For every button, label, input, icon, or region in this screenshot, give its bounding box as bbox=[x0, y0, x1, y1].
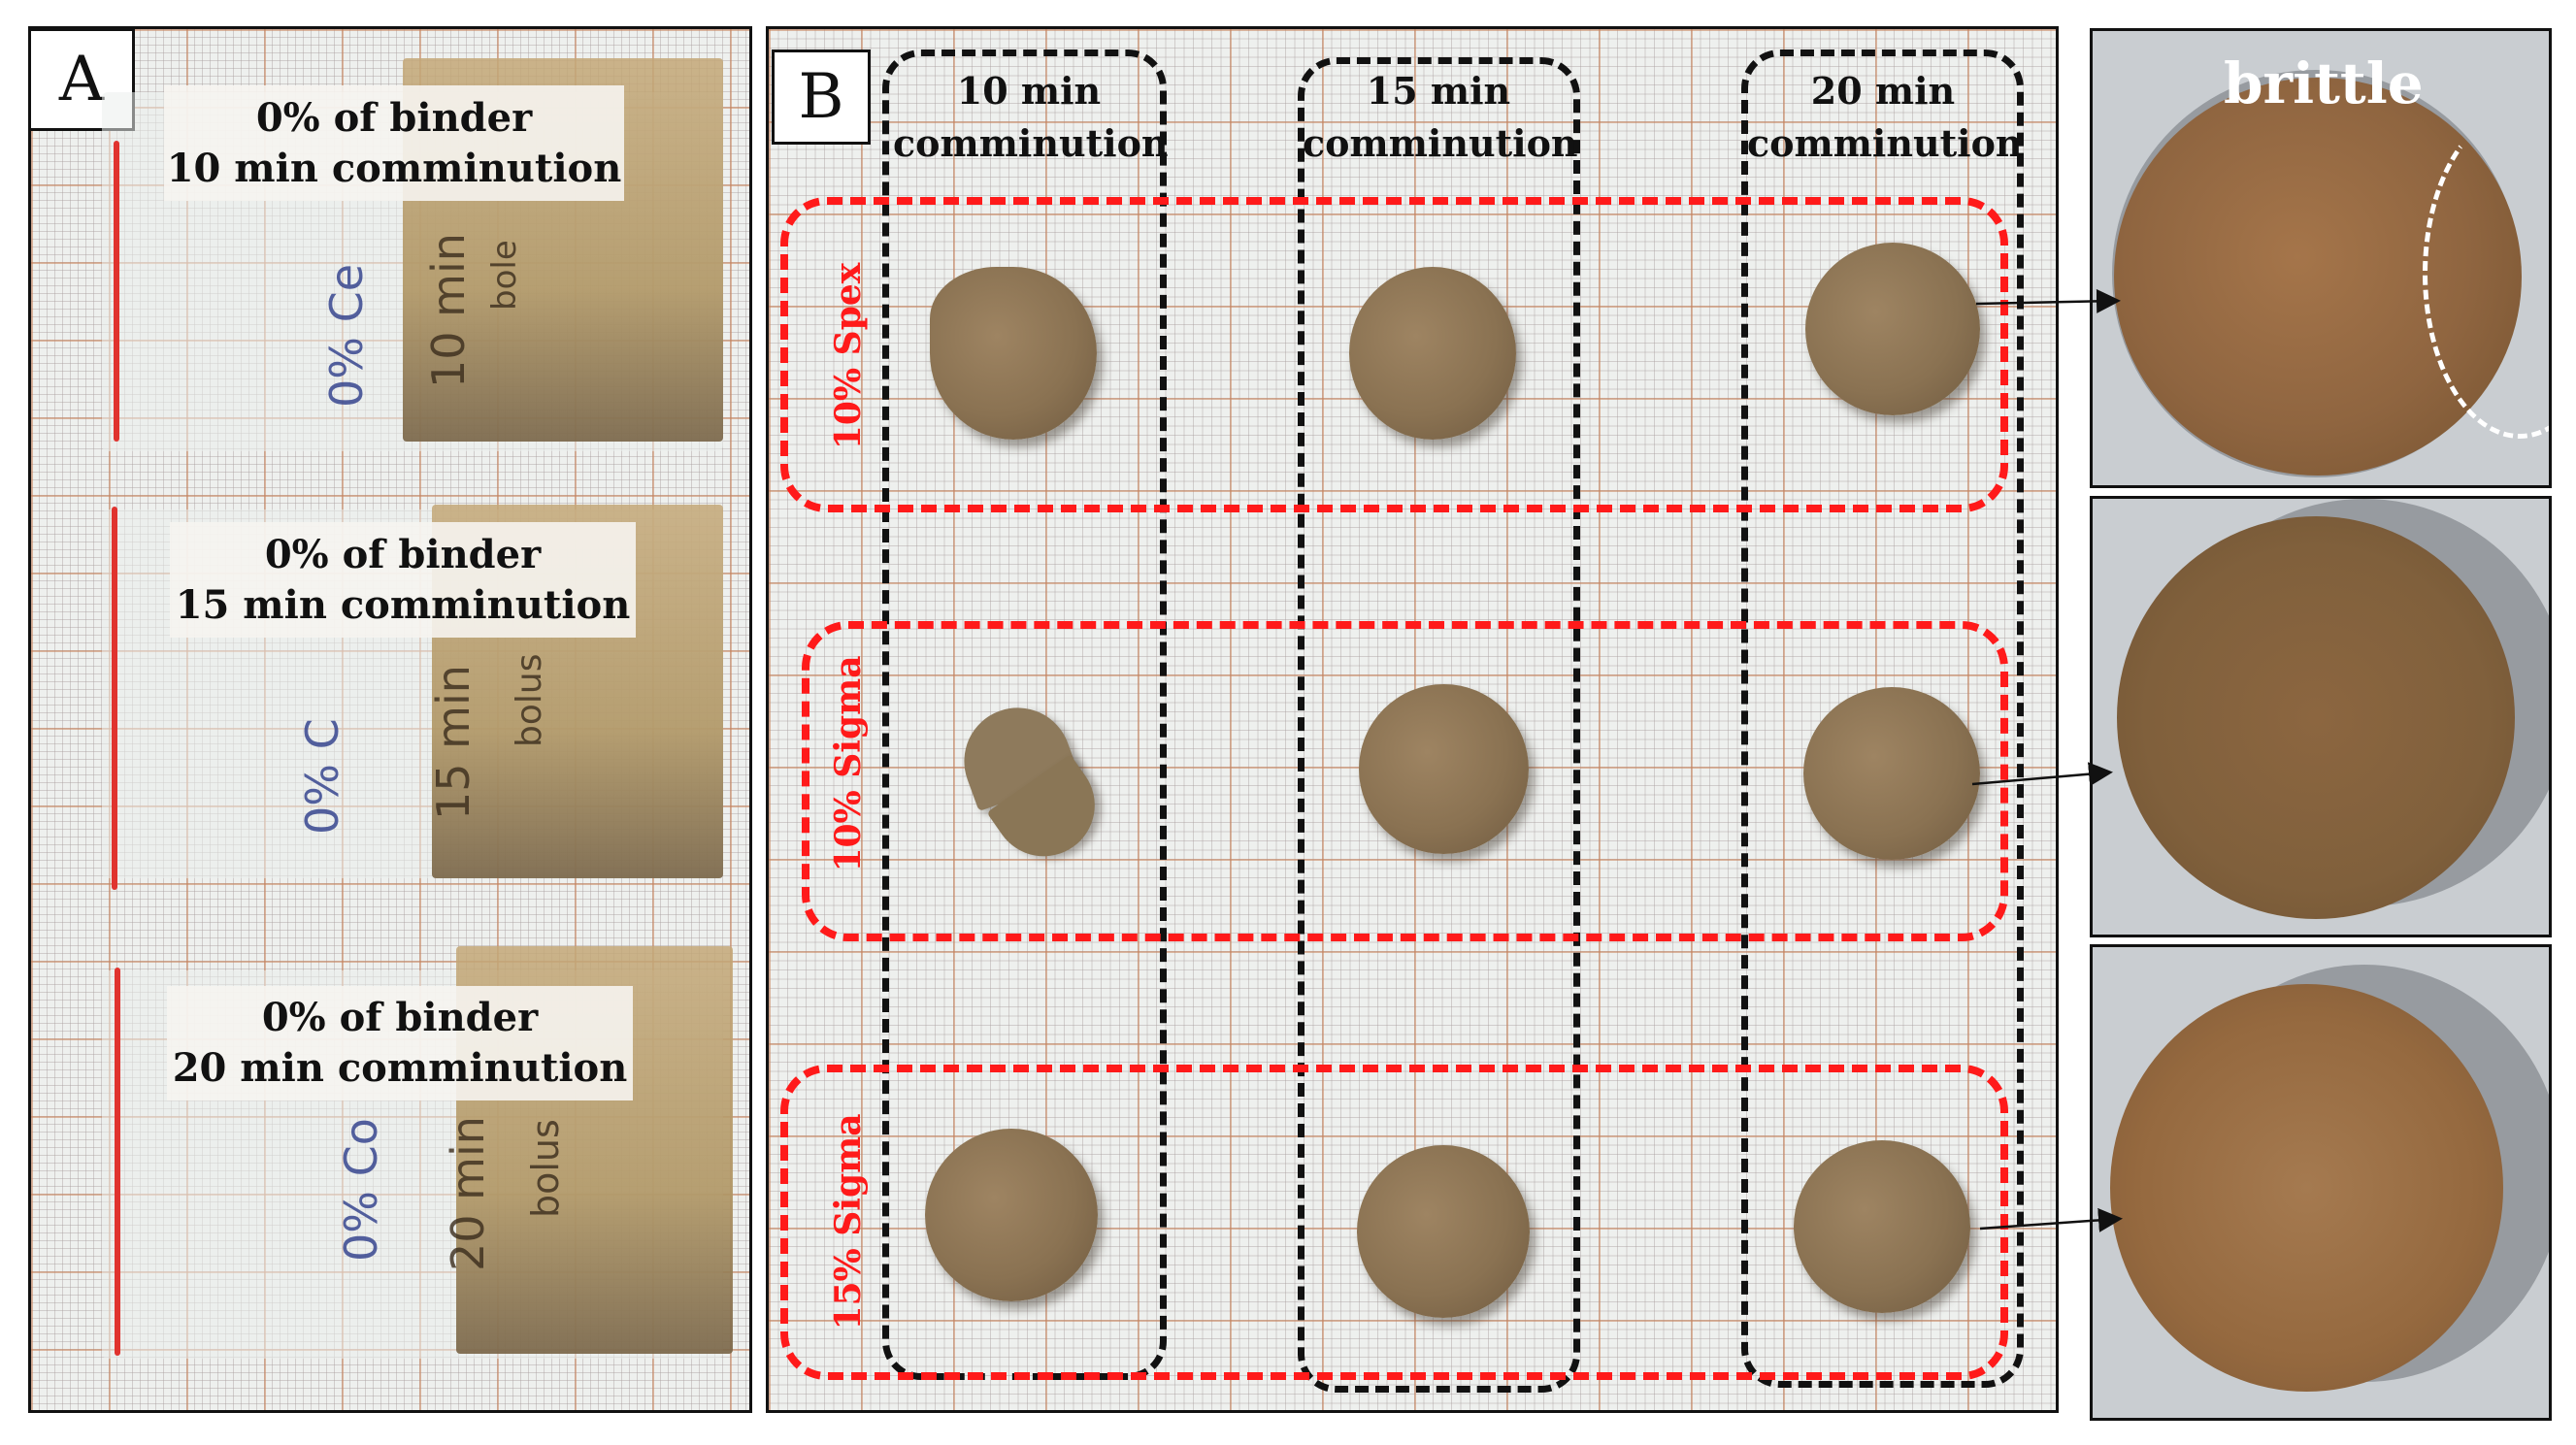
brittle-annotation: brittle bbox=[2224, 50, 2424, 116]
pellet-10spex-15min bbox=[1349, 267, 1516, 440]
panel-b-letter: B bbox=[772, 49, 871, 145]
bag-2-handwriting-2: 15 min bbox=[427, 665, 479, 820]
bag-1-handwriting-3: bole bbox=[485, 240, 524, 311]
bag-3-handwriting-2: 20 min bbox=[442, 1116, 494, 1271]
column-header-10min-line2: comminution bbox=[893, 121, 1169, 165]
bag-1-label-line2: 10 min comminution bbox=[166, 145, 622, 191]
panel-b-letter-text: B bbox=[798, 61, 844, 133]
column-header-10min-line1: 10 min bbox=[956, 69, 1102, 113]
pellet-15sigma-10min bbox=[925, 1129, 1098, 1301]
bag-2-label: 0% of binder 15 min comminution bbox=[170, 522, 636, 638]
panel-a-letter-text: A bbox=[58, 44, 105, 115]
zoom-panel-15-sigma bbox=[2090, 944, 2552, 1421]
bag-3-label-line2: 20 min comminution bbox=[172, 1045, 628, 1091]
bag-2-handwriting-1: 0% C bbox=[296, 718, 348, 835]
bag-3-handwriting-1: 0% Co bbox=[335, 1118, 387, 1262]
pellet-10sigma-15min bbox=[1359, 684, 1529, 854]
bag-1-label-line1: 0% of binder bbox=[255, 94, 533, 141]
zoom-panel-10-spex: brittle bbox=[2090, 28, 2552, 488]
bag-3-label-line1: 0% of binder bbox=[261, 995, 539, 1040]
bag-3-label: 0% of binder 20 min comminution bbox=[167, 986, 633, 1100]
column-header-20min-line1: 20 min bbox=[1810, 69, 1956, 113]
bag-2-label-line2: 15 min comminution bbox=[175, 581, 631, 628]
bag-2-handwriting-3: bolus bbox=[510, 653, 549, 747]
column-header-15min-line2: comminution bbox=[1303, 121, 1578, 165]
column-header-15min-line1: 15 min bbox=[1366, 69, 1511, 113]
bag-1-handwriting-1: 0% Ce bbox=[320, 263, 373, 408]
row-box-10-spex bbox=[780, 197, 2008, 512]
zoom-3-pellet-surface bbox=[2110, 984, 2503, 1392]
column-header-20min-line2: comminution bbox=[1747, 121, 2023, 165]
bag-3-handwriting-3: bolus bbox=[524, 1119, 567, 1218]
bag-2-label-line1: 0% of binder bbox=[264, 531, 542, 577]
column-header-10min: 10 min comminution bbox=[893, 65, 1169, 170]
column-box-15min bbox=[1298, 57, 1580, 1393]
column-header-15min: 15 min comminution bbox=[1303, 65, 1578, 170]
pellet-10spex-20min bbox=[1805, 243, 1980, 415]
row-label-15-sigma: 15% Sigma bbox=[828, 1113, 869, 1330]
row-label-10-sigma: 10% Sigma bbox=[828, 655, 869, 872]
zoom-2-pellet-surface bbox=[2117, 516, 2515, 919]
pellet-10sigma-20min bbox=[1803, 687, 1980, 860]
pellet-10spex-10min bbox=[930, 267, 1097, 440]
column-box-20min bbox=[1741, 49, 2024, 1388]
bag-1-handwriting-2: 10 min bbox=[422, 233, 475, 388]
row-label-10-spex: 10% Spex bbox=[828, 262, 869, 450]
bag-1-label: 0% of binder 10 min comminution bbox=[164, 85, 624, 201]
zoom-panel-10-sigma bbox=[2090, 496, 2552, 937]
bag-2-zipper bbox=[112, 507, 117, 890]
pellet-15sigma-15min bbox=[1357, 1145, 1530, 1318]
bag-3-zipper bbox=[115, 968, 120, 1356]
bag-1-zipper bbox=[114, 141, 119, 442]
pellet-15sigma-20min bbox=[1794, 1140, 1970, 1313]
column-header-20min: 20 min comminution bbox=[1747, 65, 2023, 170]
